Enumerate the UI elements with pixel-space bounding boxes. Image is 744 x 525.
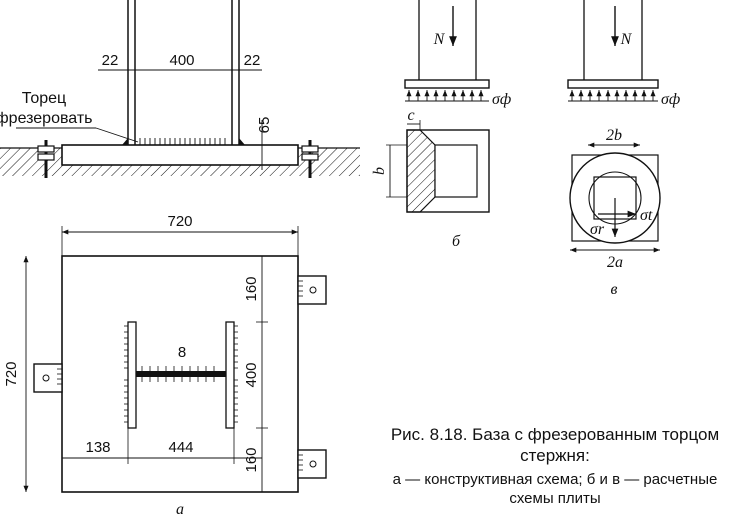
dim-c-b: c bbox=[407, 107, 414, 124]
cantilever-zone-b bbox=[406, 129, 436, 213]
scheme-v-label: в bbox=[611, 281, 618, 298]
plan-weld-marks bbox=[124, 325, 238, 423]
anchor-lug-right-bottom bbox=[297, 449, 327, 479]
note-line-2: фрезеровать bbox=[0, 110, 93, 127]
plan-dim-span: 444 bbox=[168, 439, 193, 456]
scheme-v: N σф 2b σt σr 2a в bbox=[567, 0, 680, 298]
plan-flange-right bbox=[225, 321, 235, 429]
plan-flange-left bbox=[127, 321, 137, 429]
anchor-bolt-left bbox=[37, 140, 55, 178]
plate-v bbox=[567, 79, 659, 89]
force-label-v: N bbox=[620, 31, 633, 48]
scheme-b-label: б bbox=[452, 233, 461, 250]
plan-dim-bottom: 160 bbox=[243, 447, 260, 472]
force-label-b: N bbox=[433, 31, 446, 48]
anchor-bolt-right bbox=[301, 140, 319, 178]
scheme-b: N σф c b б bbox=[371, 0, 511, 250]
weld-right bbox=[239, 138, 245, 145]
note-leader bbox=[95, 127, 139, 143]
sigma-t: σt bbox=[640, 207, 653, 224]
caption-title: Рис. 8.18. База с фрезерованным торцом с… bbox=[390, 425, 720, 465]
milled-end-marks bbox=[139, 138, 226, 145]
plan-label: а bbox=[176, 501, 184, 518]
plan-view: 720 720 bbox=[3, 213, 327, 518]
elevation-dim-left: 22 bbox=[102, 52, 119, 69]
caption-description: а — конструктивная схема; б и в — расчет… bbox=[392, 471, 718, 507]
plan-height-dim: 720 bbox=[3, 361, 20, 386]
pressure-label-b: σф bbox=[492, 91, 511, 108]
plan-width-dim: 720 bbox=[167, 213, 192, 230]
anchor-lug-right-top bbox=[297, 275, 327, 305]
figure-caption: Рис. 8.18. База с фрезерованным торцом с… bbox=[370, 424, 740, 508]
dim-b-b: b bbox=[371, 167, 388, 175]
anchor-lug-left bbox=[33, 363, 63, 393]
plan-web bbox=[136, 371, 226, 377]
elevation-dim-plate: 65 bbox=[256, 117, 273, 134]
dim-2b: 2b bbox=[606, 127, 622, 144]
elevation-dim-center: 400 bbox=[169, 52, 194, 69]
note-line-1: Торец bbox=[22, 90, 66, 107]
sigma-r: σr bbox=[590, 221, 605, 238]
dim-2a: 2a bbox=[607, 254, 623, 271]
pressure-arrows-b bbox=[406, 90, 484, 101]
pressure-arrows-v bbox=[569, 90, 656, 101]
plan-dim-left: 138 bbox=[85, 439, 110, 456]
weld-left bbox=[122, 138, 128, 145]
elevation-view: 22 400 22 65 Торец фрезеровать bbox=[0, 0, 360, 178]
pressure-label-v: σф bbox=[661, 91, 680, 108]
plan-web-dim: 8 bbox=[178, 344, 186, 361]
plan-dim-top: 160 bbox=[243, 276, 260, 301]
plate-b bbox=[404, 79, 490, 89]
column-outline-b bbox=[434, 144, 478, 198]
base-plate-section bbox=[61, 144, 299, 166]
elevation-dim-right: 22 bbox=[244, 52, 261, 69]
plan-dim-mid: 400 bbox=[243, 362, 260, 387]
